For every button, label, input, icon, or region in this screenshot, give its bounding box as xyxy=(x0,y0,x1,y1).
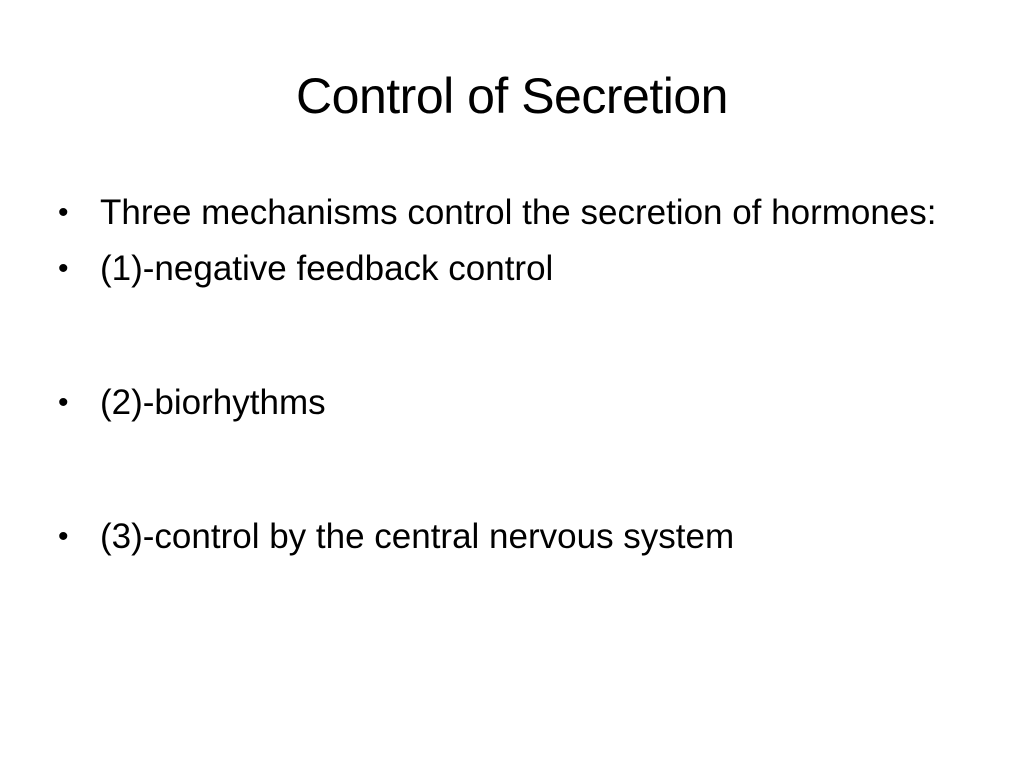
bullet-item: • (2)-biorhythms xyxy=(58,376,958,430)
bullet-text: (3)-control by the central nervous syste… xyxy=(100,517,735,556)
bullet-icon: • xyxy=(58,386,69,419)
bullet-text: Three mechanisms control the secretion o… xyxy=(100,193,937,232)
bullet-item: • Three mechanisms control the secretion… xyxy=(58,186,958,240)
bullet-text: (2)-biorhythms xyxy=(100,383,326,422)
bullet-icon: • xyxy=(58,252,69,285)
bullet-item: • (1)-negative feedback control xyxy=(58,242,958,296)
bullet-list: • Three mechanisms control the secretion… xyxy=(58,186,958,566)
bullet-icon: • xyxy=(58,196,69,229)
bullet-text: (1)-negative feedback control xyxy=(100,249,554,288)
bullet-item: • (3)-control by the central nervous sys… xyxy=(58,510,958,564)
bullet-icon: • xyxy=(58,520,69,553)
slide-title: Control of Secretion xyxy=(296,68,728,124)
